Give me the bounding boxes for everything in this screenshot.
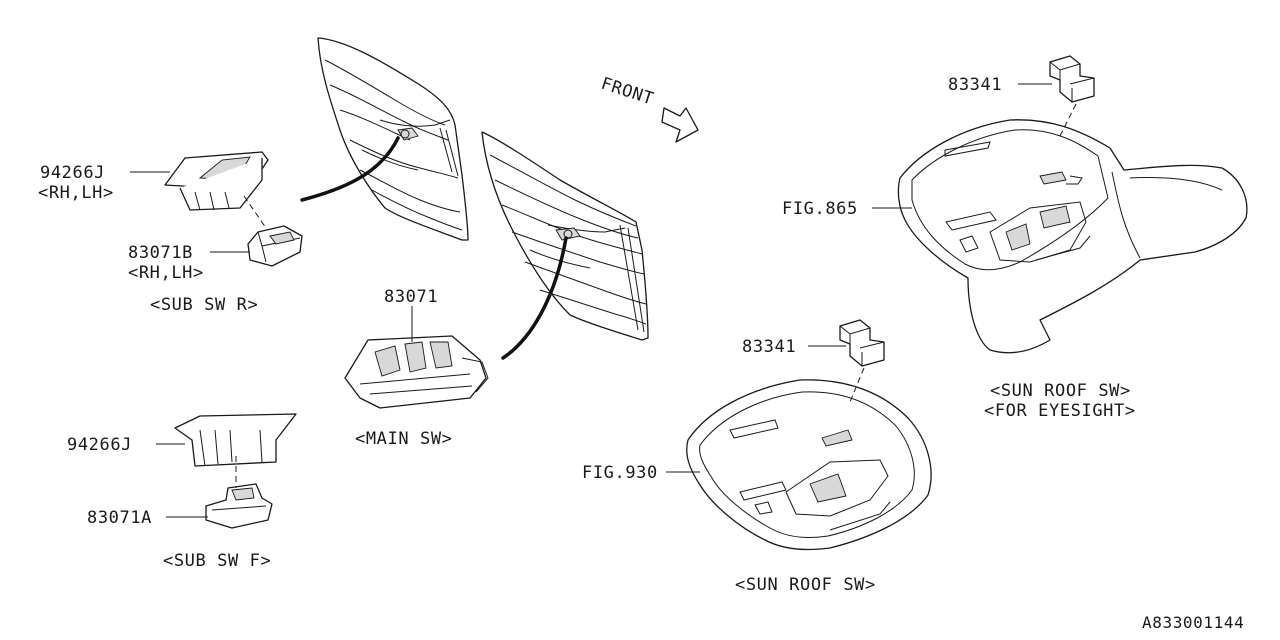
assembly-line-83341-top bbox=[1057, 103, 1077, 141]
caption-for-eyesight: <FOR EYESIGHT> bbox=[984, 401, 1136, 421]
bezel-94266j-front bbox=[174, 413, 297, 467]
part-number-83071: 83071 bbox=[384, 287, 438, 307]
part-number-94266j-top: 94266J bbox=[40, 163, 105, 183]
diagram-id: A833001144 bbox=[1142, 613, 1244, 632]
assembly-line-sub-sw-r bbox=[243, 195, 267, 229]
leader-lines bbox=[130, 83, 1052, 518]
rear-door-trim-panel bbox=[317, 37, 469, 241]
overhead-console-fig865 bbox=[897, 119, 1248, 354]
front-direction-label: FRONT bbox=[598, 74, 656, 110]
figure-ref-fig930: FIG.930 bbox=[582, 463, 658, 483]
caption-sub-sw-f: <SUB SW F> bbox=[163, 551, 271, 571]
assembly-line-83341-bottom bbox=[849, 367, 865, 403]
bezel-94266j-rh-lh bbox=[164, 151, 269, 211]
figure-ref-fig865: FIG.865 bbox=[782, 199, 858, 219]
caption-sun-roof-sw-eyesight: <SUN ROOF SW> bbox=[990, 381, 1131, 401]
switch-83071b bbox=[247, 225, 303, 267]
overhead-console-fig930 bbox=[686, 379, 932, 551]
caption-main-sw: <MAIN SW> bbox=[355, 429, 453, 449]
part-number-83071b: 83071B bbox=[128, 243, 193, 263]
caption-sun-roof-sw: <SUN ROOF SW> bbox=[735, 575, 876, 595]
front-arrow-icon bbox=[661, 107, 699, 143]
part-number-83341-bottom: 83341 bbox=[742, 337, 796, 357]
variant-label-rh-lh-2: <RH,LH> bbox=[128, 263, 204, 283]
front-door-trim-panel bbox=[481, 131, 649, 341]
variant-label-rh-lh-1: <RH,LH> bbox=[38, 183, 114, 203]
part-number-83071a: 83071A bbox=[87, 508, 152, 528]
caption-sub-sw-r: <SUB SW R> bbox=[150, 295, 258, 315]
connector-83341-bottom bbox=[839, 319, 885, 367]
wire-harness-sub-sw-r bbox=[300, 136, 400, 202]
switch-83071a bbox=[205, 483, 273, 529]
wire-harness-main-sw bbox=[501, 236, 568, 360]
connector-83341-top bbox=[1049, 55, 1095, 103]
part-number-94266j-bottom: 94266J bbox=[67, 435, 132, 455]
main-switch-83071 bbox=[344, 335, 489, 409]
part-number-83341-top: 83341 bbox=[948, 75, 1002, 95]
